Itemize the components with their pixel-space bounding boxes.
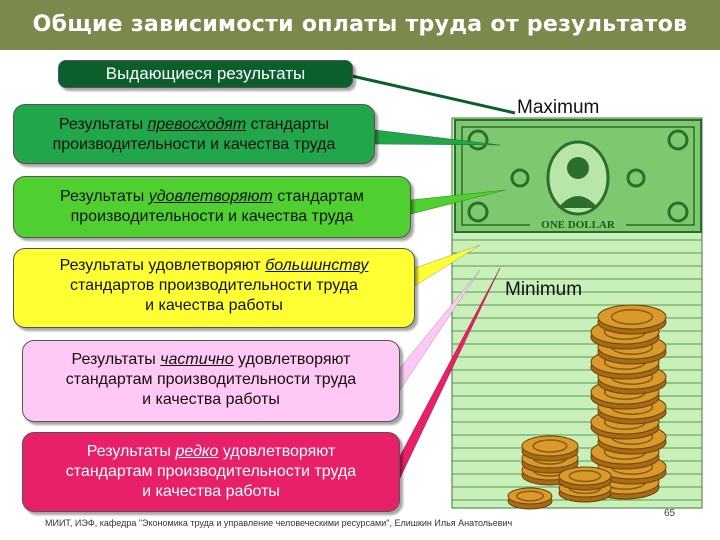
level-text: и качества работы (142, 483, 280, 500)
level-emphasis: удовлетворяют (148, 188, 273, 205)
bill-text: ONE DOLLAR (541, 219, 616, 231)
level-text: и качества работы (145, 297, 283, 314)
level-emphasis: превосходят (147, 116, 247, 133)
level-outstanding-text: Выдающиеся результаты (105, 64, 306, 83)
level-text: стандартов производительности труда (70, 277, 358, 294)
coins-icon (507, 304, 667, 510)
level-text: стандартам производительности труда (65, 371, 357, 388)
dollar-bill-icon: ONE DOLLAR (454, 119, 702, 233)
level-meets-most: Результаты удовлетворяют большинству ста… (13, 248, 415, 328)
level-text: производительности и качества труда (70, 208, 354, 225)
page-title: Общие зависимости оплаты труда от резуль… (0, 0, 720, 50)
level-emphasis: большинству (265, 257, 369, 274)
level-text: удовлетворяют (233, 351, 351, 368)
level-emphasis: частично (160, 351, 234, 368)
level-text: стандартам производительности труда (65, 463, 357, 480)
level-meets: Результаты удовлетворяют стандартам прои… (13, 176, 411, 238)
level-text: Результаты (59, 188, 149, 205)
maximum-label: Maximum (517, 97, 600, 118)
level-partially-meets: Результаты частично удовлетворяют станда… (22, 340, 400, 422)
footer-text: МИИТ, ИЭФ, кафедра "Экономика труда и уп… (45, 518, 513, 528)
page-number: 65 (664, 508, 676, 519)
level-text: Результаты (71, 351, 161, 368)
level-emphasis: редко (175, 443, 219, 460)
level-outstanding: Выдающиеся результаты (58, 60, 353, 88)
level-rarely-meets: Результаты редко удовлетворяют стандарта… (22, 432, 400, 512)
level-text: и качества работы (142, 391, 280, 408)
minimum-label: Minimum (505, 279, 583, 300)
level-exceeds: Результаты превосходят стандарты произво… (13, 104, 375, 164)
level-text: удовлетворяют (218, 443, 336, 460)
level-text: Результаты удовлетворяют (59, 257, 266, 274)
level-text: стандартам (272, 188, 365, 205)
level-text: Результаты (58, 116, 148, 133)
level-text: стандарты (246, 116, 330, 133)
level-text: Результаты (86, 443, 176, 460)
level-text: производительности и качества труда (52, 136, 336, 153)
level-pointers (351, 74, 516, 479)
